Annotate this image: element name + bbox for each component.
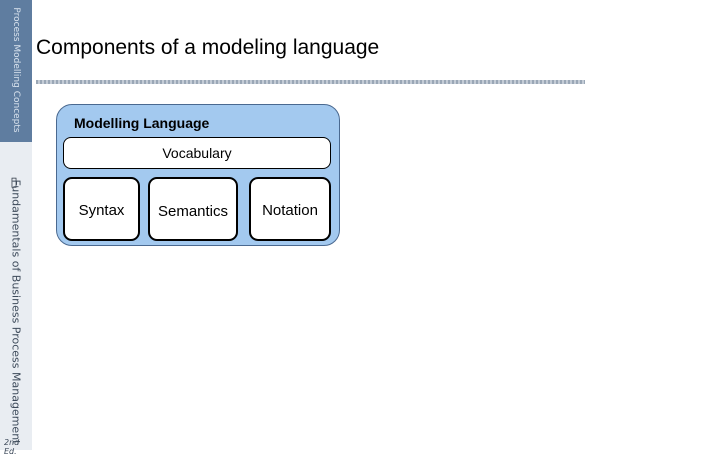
sidebar-edition: 2nd Ed.: [4, 438, 20, 456]
sidebar-header-text: Process Modelling Concepts: [11, 7, 21, 133]
sidebar-header-band: Process Modelling Concepts: [0, 0, 32, 142]
notation-label: Notation: [262, 202, 318, 219]
semantics-label: Semantics: [157, 203, 229, 220]
notation-box: Notation: [249, 177, 331, 241]
page-title: Components of a modeling language: [36, 36, 380, 59]
modelling-language-label: Modelling Language: [74, 115, 210, 131]
syntax-box: Syntax: [63, 177, 140, 241]
vocabulary-box: Vocabulary: [63, 137, 331, 169]
syntax-label: Syntax: [78, 202, 125, 219]
book-icon: ▯: [10, 175, 18, 190]
semantics-box: Semantics: [148, 177, 238, 241]
sidebar-strip: Process Modelling Concepts ▯ Fundamental…: [0, 0, 32, 456]
title-divider: [36, 80, 585, 84]
sidebar-book-title: Fundamentals of Business Process Managem…: [9, 179, 23, 445]
vocabulary-label: Vocabulary: [162, 145, 232, 161]
